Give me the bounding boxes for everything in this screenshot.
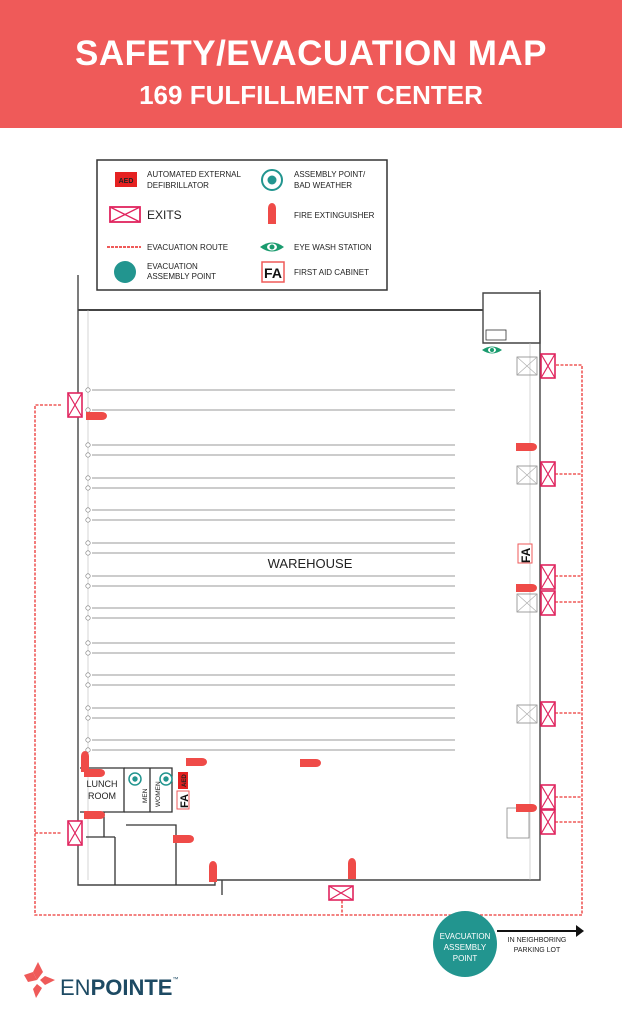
exit-icon [67, 392, 83, 418]
rack-marker [85, 650, 91, 656]
rack-marker [85, 517, 91, 523]
rack-marker [85, 475, 91, 481]
rack-marker [85, 672, 91, 678]
legend-route-label: EVACUATION ROUTE [147, 243, 228, 252]
fire-extinguisher-icon [84, 769, 105, 777]
rack-marker [85, 715, 91, 721]
map-title: SAFETY/EVACUATION MAP [75, 34, 547, 73]
rack-marker [85, 540, 91, 546]
shelving-racks [85, 387, 455, 753]
fire-extinguisher-icon [348, 858, 356, 879]
rack-marker [85, 615, 91, 621]
exit-icon [109, 206, 141, 223]
fire-extinguisher-icon [300, 759, 321, 767]
svg-text:ASSEMBLY: ASSEMBLY [444, 943, 487, 952]
svg-text:FA: FA [179, 794, 191, 808]
mens-restroom-label: MEN [142, 788, 149, 803]
logo-star-icon [24, 962, 55, 998]
fire-extinguisher-icon [268, 203, 276, 224]
legend-exits-label: EXITS [147, 208, 182, 222]
rack-marker [85, 682, 91, 688]
fire-extinguisher-icon [516, 584, 537, 592]
svg-text:FA: FA [519, 547, 533, 563]
first-aid-icon: FA [517, 543, 533, 564]
svg-text:ENPOINTE™: ENPOINTE™ [60, 975, 178, 1000]
exit-icon [540, 809, 556, 835]
fire-extinguisher-icon [86, 412, 107, 420]
warehouse-label: WAREHOUSE [268, 556, 353, 571]
svg-text:FA: FA [264, 265, 282, 281]
fire-extinguisher-icon [81, 751, 89, 772]
bad-weather-point-icon [159, 772, 173, 786]
eye-wash-icon [482, 346, 502, 354]
aed-icon: AED [178, 772, 188, 789]
bad-weather-point-icon [261, 169, 283, 191]
svg-text:POINT: POINT [453, 954, 478, 963]
legend-extinguisher-label: FIRE EXTINGUISHER [294, 211, 375, 220]
fire-extinguisher-icon [516, 804, 537, 812]
legend-first-aid-label: FIRST AID CABINET [294, 268, 369, 277]
exit-icon [67, 820, 83, 846]
bad-weather-point-icon [128, 772, 142, 786]
exits [67, 353, 556, 901]
rack-marker [85, 442, 91, 448]
enpointe-logo: ENPOINTE™ [24, 962, 178, 1000]
rack-marker [85, 507, 91, 513]
evacuation-assembly-point: EVACUATION ASSEMBLY POINT [433, 911, 497, 977]
legend-assembly-label: EVACUATION [147, 262, 198, 271]
legend-aed-label-2: DEFIBRILLATOR [147, 181, 209, 190]
legend-eyewash-label: EYE WASH STATION [294, 243, 372, 252]
legend: AED AUTOMATED EXTERNAL DEFIBRILLATOR EXI… [96, 159, 388, 291]
rack-marker [85, 737, 91, 743]
rack-marker [85, 605, 91, 611]
fire-extinguisher-icon [84, 811, 105, 819]
exit-icon [540, 353, 556, 379]
legend-bad-weather-label-2: BAD WEATHER [294, 181, 352, 190]
header-banner: SAFETY/EVACUATION MAP 169 FULFILLMENT CE… [0, 0, 622, 128]
svg-text:AED: AED [119, 178, 134, 185]
lunch-room-label-2: ROOM [88, 791, 116, 801]
rack-marker [85, 550, 91, 556]
rack-marker [85, 452, 91, 458]
rack-marker [85, 485, 91, 491]
assembly-point-icon [114, 261, 136, 283]
fire-extinguisher-icon [186, 758, 207, 766]
evacuation-route [34, 364, 583, 916]
facility-name: 169 FULFILLMENT CENTER [139, 80, 483, 110]
fire-extinguisher-icon [209, 861, 217, 882]
arrow-right-icon [497, 925, 584, 937]
rack-marker [85, 640, 91, 646]
legend-assembly-label-2: ASSEMBLY POINT [147, 272, 216, 281]
exit-icon [540, 701, 556, 727]
first-aid-icon: FA [176, 790, 191, 810]
fire-extinguisher-icon [173, 835, 194, 843]
fire-extinguisher-icon [516, 443, 537, 451]
exit-icon [328, 885, 354, 901]
rack-marker [85, 387, 91, 393]
exit-icon [540, 564, 556, 590]
exit-icon [540, 461, 556, 487]
first-aid-icon: FA [261, 261, 285, 283]
svg-text:EVACUATION: EVACUATION [440, 932, 491, 941]
eye-wash-icon [260, 242, 284, 252]
rack-marker [85, 573, 91, 579]
womens-restroom-label: WOMEN [155, 781, 162, 807]
parking-lot-note-2: PARKING LOT [514, 947, 561, 954]
svg-text:AED: AED [182, 774, 188, 787]
building-outline [77, 275, 541, 895]
legend-bad-weather-label: ASSEMBLY POINT/ [294, 170, 366, 179]
aed-icon: AED [115, 172, 137, 187]
legend-aed-label: AUTOMATED EXTERNAL [147, 170, 241, 179]
rack-marker [85, 407, 91, 413]
rack-marker [85, 583, 91, 589]
parking-lot-note: IN NEIGHBORING [508, 937, 567, 944]
rack-marker [85, 747, 91, 753]
lunch-room-label: LUNCH [86, 779, 117, 789]
dock-doors [506, 356, 538, 839]
exit-icon [540, 590, 556, 616]
exit-icon [540, 784, 556, 810]
rack-marker [85, 705, 91, 711]
